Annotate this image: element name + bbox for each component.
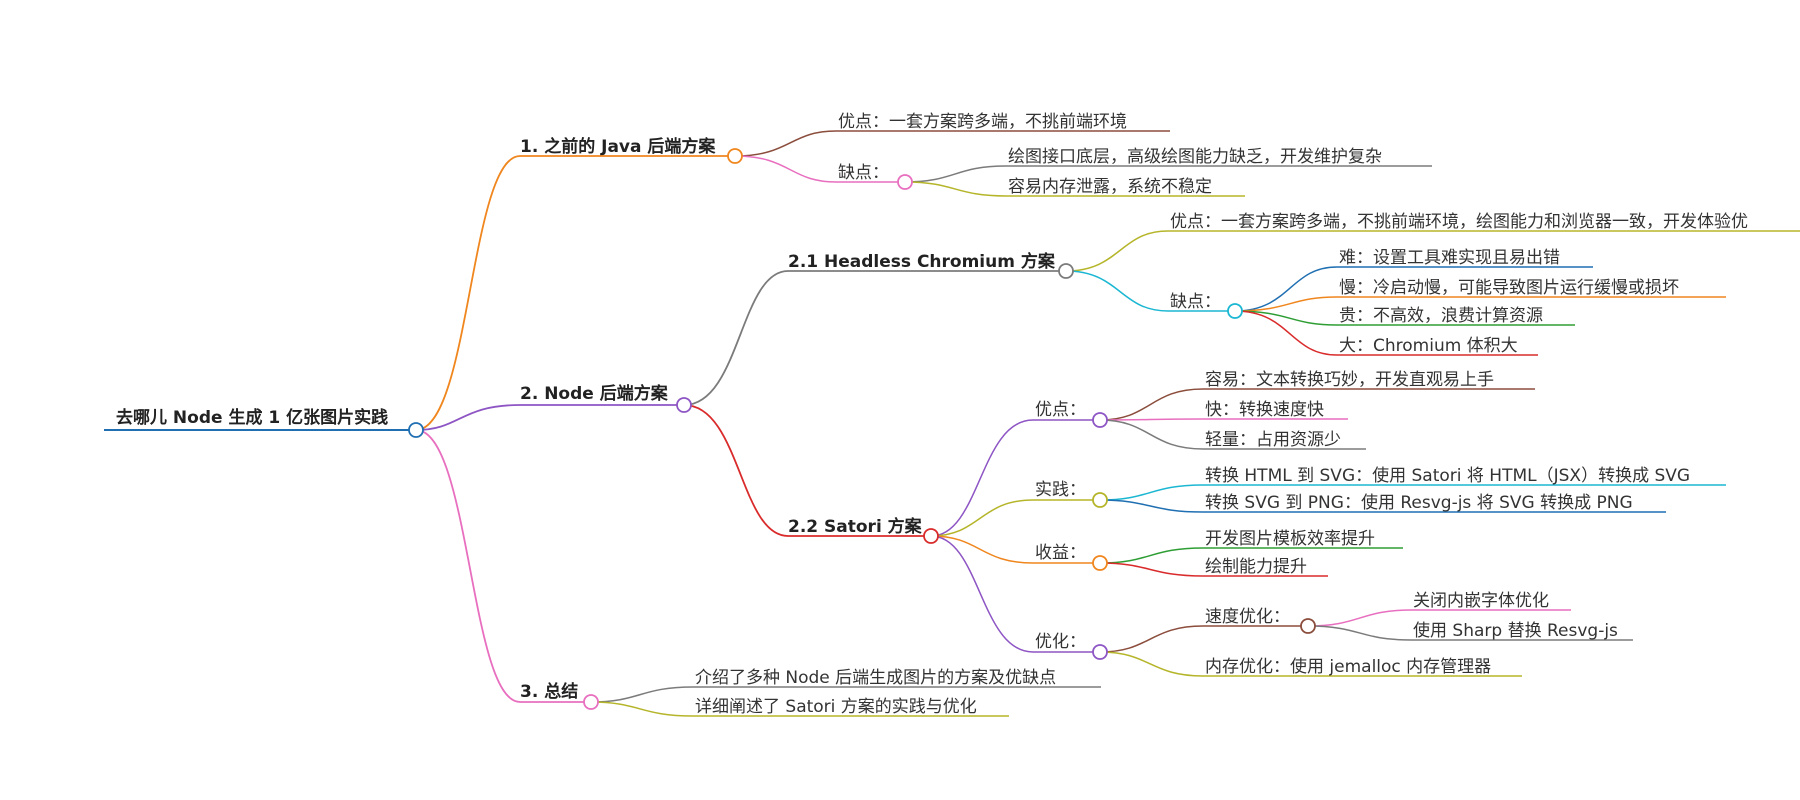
satori-pros-toggle[interactable] — [1092, 412, 1108, 428]
satori-pros-label: 优点： — [1035, 400, 1086, 420]
satori-benefit-item-2: 绘制能力提升 — [1205, 557, 1307, 577]
satori-pros-item-3: 轻量：占用资源少 — [1205, 430, 1341, 450]
connector-root-branch1 — [415, 155, 521, 431]
connector-satori-benefit-2 — [1099, 562, 1204, 577]
branch2-label[interactable]: 2. Node 后端方案 — [520, 383, 669, 404]
connector-satori-pros — [930, 419, 1034, 537]
connector-satori-practice-2 — [1099, 499, 1204, 513]
b1-cons-toggle[interactable] — [897, 174, 913, 190]
headless-cons-item-1: 难：设置工具难实现且易出错 — [1339, 248, 1560, 268]
satori-practice-item-2: 转换 SVG 到 PNG：使用 Resvg-js 将 SVG 转换成 PNG — [1205, 492, 1633, 513]
b3-item-1: 介绍了多种 Node 后端生成图片的方案及优缺点 — [695, 668, 1056, 688]
connector-satori-speed — [1099, 625, 1204, 653]
satori-label[interactable]: 2.2 Satori 方案 — [788, 516, 923, 537]
b1-cons-item-1: 绘图接口底层，高级绘图能力缺乏，开发维护复杂 — [1008, 147, 1382, 167]
headless-cons-item-3: 贵：不高效，浪费计算资源 — [1339, 306, 1543, 326]
headless-cons-item-4: 大：Chromium 体积大 — [1339, 336, 1518, 356]
branch1-toggle[interactable] — [727, 148, 743, 164]
satori-speed-item-2: 使用 Sharp 替换 Resvg-js — [1413, 620, 1618, 641]
connector-satori-optimize — [930, 535, 1034, 653]
connector-b2-satori — [683, 404, 789, 537]
b1-cons-label: 缺点： — [838, 163, 889, 183]
satori-practice-item-1: 转换 HTML 到 SVG：使用 Satori 将 HTML（JSX）转换成 S… — [1205, 465, 1690, 486]
connector-b3-item-2 — [590, 701, 694, 717]
connector-b1-cons-2 — [904, 181, 1007, 197]
headless-label[interactable]: 2.1 Headless Chromium 方案 — [788, 251, 1056, 272]
headless-cons-toggle[interactable] — [1227, 303, 1243, 319]
headless-cons-label: 缺点： — [1170, 292, 1221, 312]
satori-optimize-toggle[interactable] — [1092, 644, 1108, 660]
satori-practice-toggle[interactable] — [1092, 492, 1108, 508]
satori-practice-label: 实践： — [1035, 480, 1086, 500]
satori-speed-label: 速度优化： — [1205, 607, 1290, 627]
b1-pros-text: 优点：一套方案跨多端，不挑前端环境 — [838, 112, 1127, 132]
b1-cons-item-2: 容易内存泄露，系统不稳定 — [1008, 177, 1212, 197]
connector-satori-speed-1 — [1307, 609, 1412, 627]
connector-satori-speed-2 — [1307, 625, 1412, 641]
connector-headless-cons-2 — [1234, 296, 1338, 312]
connector-satori-benefit — [930, 535, 1034, 564]
connector-headless-cons-1 — [1234, 266, 1338, 312]
satori-pros-item-1: 容易：文本转换巧妙，开发直观易上手 — [1205, 370, 1494, 390]
connector-satori-practice-1 — [1099, 484, 1204, 501]
root-toggle[interactable] — [408, 422, 424, 438]
b3-item-2: 详细阐述了 Satori 方案的实践与优化 — [695, 697, 977, 717]
branch2-toggle[interactable] — [676, 397, 692, 413]
connector-satori-pros-2 — [1099, 418, 1204, 421]
connector-satori-pros-3 — [1099, 419, 1204, 450]
headless-pros-text: 优点：一套方案跨多端，不挑前端环境，绘图能力和浏览器一致，开发体验优 — [1170, 212, 1748, 232]
connector-b3-item-1 — [590, 686, 694, 703]
connector-headless-cons — [1065, 270, 1169, 312]
satori-pros-item-2: 快：转换速度快 — [1205, 400, 1324, 420]
satori-benefit-toggle[interactable] — [1092, 555, 1108, 571]
satori-memory-text: 内存优化：使用 jemalloc 内存管理器 — [1205, 656, 1491, 677]
satori-benefit-label: 收益： — [1035, 543, 1086, 563]
connector-satori-practice — [930, 499, 1034, 537]
connector-headless-cons-3 — [1234, 310, 1338, 326]
connector-satori-pros-1 — [1099, 388, 1204, 421]
branch3-label[interactable]: 3. 总结 — [520, 681, 578, 702]
connector-root-branch3 — [415, 429, 521, 703]
branch1-label[interactable]: 1. 之前的 Java 后端方案 — [520, 136, 716, 157]
connector-root-branch2 — [415, 404, 521, 431]
connector-b1-pros — [734, 130, 837, 157]
connector-b1-cons-1 — [904, 165, 1007, 183]
satori-toggle[interactable] — [923, 528, 939, 544]
root-label[interactable]: 去哪儿 Node 生成 1 亿张图片实践 — [116, 407, 388, 428]
satori-optimize-label: 优化： — [1035, 632, 1086, 652]
connector-b1-cons — [734, 155, 837, 183]
connector-satori-memory — [1099, 651, 1204, 677]
satori-speed-item-1: 关闭内嵌字体优化 — [1413, 591, 1549, 611]
headless-cons-item-2: 慢：冷启动慢，可能导致图片运行缓慢或损坏 — [1339, 277, 1679, 298]
satori-speed-toggle[interactable] — [1300, 618, 1316, 634]
connector-satori-benefit-1 — [1099, 547, 1204, 564]
branch3-toggle[interactable] — [583, 694, 599, 710]
satori-benefit-item-1: 开发图片模板效率提升 — [1205, 529, 1375, 549]
connector-headless-cons-4 — [1234, 310, 1338, 356]
connector-b2-headless — [683, 270, 789, 406]
headless-toggle[interactable] — [1058, 263, 1074, 279]
connector-headless-pros — [1065, 230, 1169, 272]
